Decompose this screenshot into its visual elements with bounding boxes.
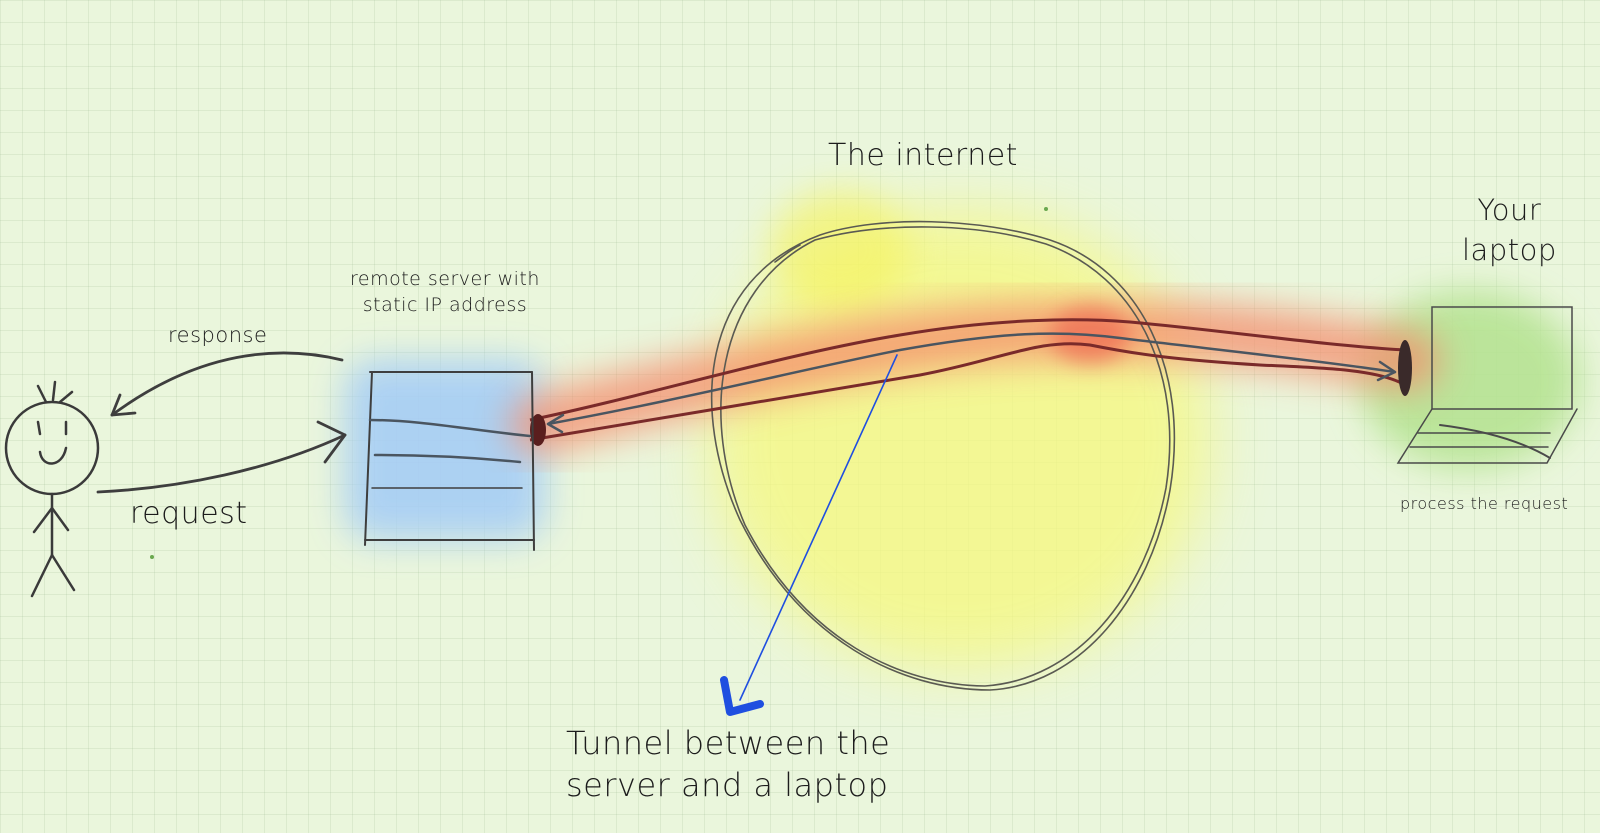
person-icon [4, 380, 100, 598]
laptop-label-line1: Your [1477, 193, 1542, 227]
server-glow [345, 360, 545, 540]
tunnel-pointer-arrow [720, 354, 898, 716]
laptop-label-line2: laptop [1462, 233, 1557, 267]
internet-label: The internet [828, 138, 1018, 173]
response-label: response [168, 323, 268, 347]
laptop-icon [1396, 306, 1578, 464]
server-label: remote server with static IP address [350, 266, 540, 318]
request-label: request [130, 496, 248, 531]
laptop-label: Your laptop [1462, 190, 1557, 270]
request-arrow [96, 420, 347, 494]
tunnel-label: Tunnel between the server and a laptop [566, 722, 890, 806]
tunnel [529, 318, 1412, 446]
response-arrow [110, 351, 344, 417]
server-label-line1: remote server with [350, 268, 540, 290]
internet-glow [710, 190, 1210, 670]
process-label: process the request [1400, 494, 1569, 513]
server-icon [364, 371, 535, 551]
tunnel-label-line1: Tunnel between the [566, 724, 891, 762]
internet-circle [710, 220, 1176, 691]
tunnel-label-line2: server and a laptop [566, 766, 889, 804]
server-label-line2: static IP address [362, 294, 528, 316]
